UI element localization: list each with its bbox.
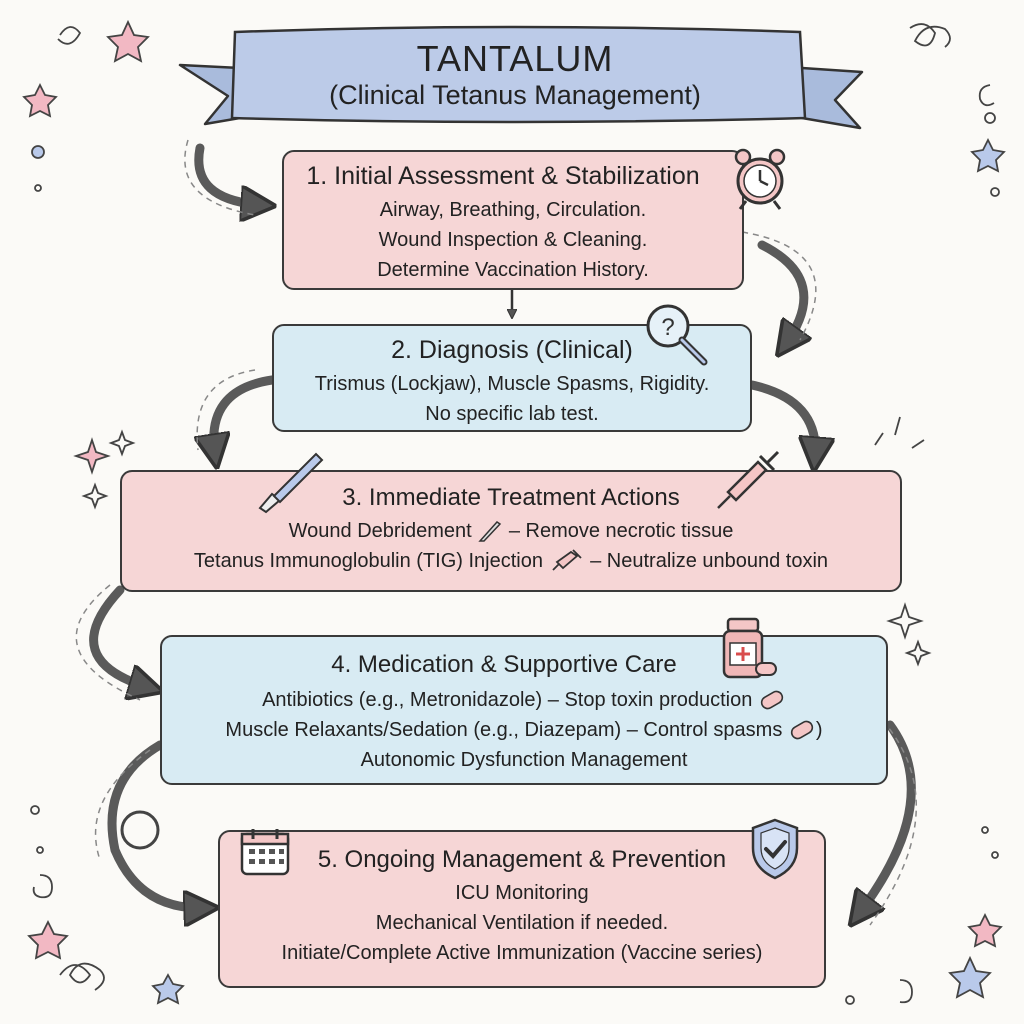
- capsule-icon: [790, 721, 814, 740]
- step-1-line-1: Airway, Breathing, Circulation.: [379, 198, 647, 221]
- step-4-relaxants: Muscle Relaxants/Sedation (e.g., Diazepa…: [225, 718, 783, 741]
- decorative-doodles: [22, 19, 1006, 1005]
- step-3-line-2: Tetanus Immunoglobulin (TIG) Injection –…: [122, 546, 900, 576]
- scalpel-large-icon: [258, 452, 324, 514]
- step-4-line-2: Muscle Relaxants/Sedation (e.g., Diazepa…: [162, 715, 886, 745]
- calendar-icon: [240, 829, 290, 876]
- page-subtitle: (Clinical Tetanus Management): [329, 80, 701, 110]
- step-4-closing-paren: ): [815, 718, 823, 741]
- step-3-tig: Tetanus Immunoglobulin (TIG) Injection: [193, 549, 543, 572]
- shield-check-icon: [751, 818, 799, 880]
- alarm-clock-icon: [734, 148, 786, 210]
- step-1-box: 1. Initial Assessment & Stabilization Ai…: [282, 150, 744, 290]
- step-4-antibiotics: Antibiotics (e.g., Metronidazole) – Stop…: [262, 688, 753, 711]
- medicine-bottle-icon: [722, 617, 777, 679]
- step-3-line-1: Wound Debridement – Remove necrotic tiss…: [122, 516, 900, 546]
- step-5-line-2: Mechanical Ventilation if needed.: [375, 911, 669, 934]
- svg-text:?: ?: [661, 314, 674, 341]
- step-4-line-1: Antibiotics (e.g., Metronidazole) – Stop…: [162, 685, 886, 715]
- step-5-line-3: Initiate/Complete Active Immunization (V…: [281, 941, 763, 964]
- step-2-line-1: Trismus (Lockjaw), Muscle Spasms, Rigidi…: [314, 372, 710, 395]
- step-5-line-1: ICU Monitoring: [455, 881, 589, 904]
- step-1-line-3: Determine Vaccination History.: [377, 258, 649, 281]
- step-3-debridement: Wound Debridement: [288, 519, 472, 542]
- magnifier-question-icon: ?: [646, 304, 708, 366]
- step-5-box: 5. Ongoing Management & Prevention ICU M…: [218, 830, 826, 988]
- step-5-title: 5. Ongoing Management & Prevention: [317, 846, 727, 873]
- syringe-large-icon: [717, 450, 780, 509]
- title-banner: [178, 25, 864, 130]
- step-3-debridement-purpose: – Remove necrotic tissue: [508, 519, 734, 542]
- pill-icon: [760, 691, 784, 710]
- step-2-title: 2. Diagnosis (Clinical): [391, 336, 633, 364]
- step-3-title: 3. Immediate Treatment Actions: [342, 484, 680, 511]
- flow-arrows: [89, 143, 916, 915]
- step-4-title: 4. Medication & Supportive Care: [331, 651, 677, 678]
- step-1-line-2: Wound Inspection & Cleaning.: [378, 228, 648, 251]
- scalpel-icon: [478, 521, 502, 543]
- step-1-title: 1. Initial Assessment & Stabilization: [306, 162, 700, 190]
- step-3-box: 3. Immediate Treatment Actions Wound Deb…: [120, 470, 902, 592]
- step-3-tig-purpose: – Neutralize unbound toxin: [590, 549, 829, 572]
- step-2-line-2: No specific lab test.: [425, 402, 599, 425]
- step-4-line-3: Autonomic Dysfunction Management: [360, 748, 688, 771]
- syringe-icon: [551, 549, 582, 571]
- page-title: TANTALUM: [416, 38, 614, 79]
- step-4-box: 4. Medication & Supportive Care Antibiot…: [160, 635, 888, 785]
